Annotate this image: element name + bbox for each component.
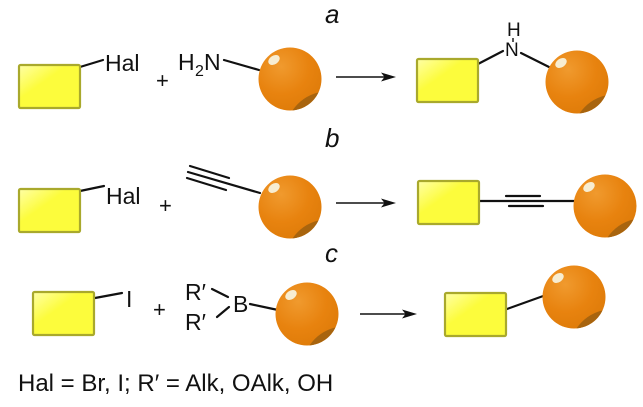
- reaction-arrow: [360, 309, 417, 319]
- plus-sign: +: [153, 297, 166, 322]
- plus-sign: +: [159, 193, 172, 218]
- product-h-label: H: [507, 20, 521, 41]
- amine-subscript: 2: [195, 63, 204, 80]
- r-prime-top-label: R′: [185, 279, 206, 305]
- legend: Hal = Br, I; R′ = Alk, OAlk, OH: [18, 370, 333, 397]
- arrow-head-icon: [381, 72, 396, 82]
- support-sphere: [275, 282, 339, 346]
- aryl-block: [17, 187, 82, 234]
- bond-block-halide: [78, 58, 105, 69]
- bond-rtop-b: [210, 287, 230, 299]
- bond-block-iodide: [93, 291, 124, 300]
- halide-label: Hal: [105, 50, 140, 76]
- support-sphere: [258, 175, 322, 239]
- r-prime-bottom-label: R′: [185, 309, 206, 335]
- plus-sign: +: [156, 68, 169, 93]
- scheme-c-label: c: [325, 238, 338, 268]
- halide-label: Hal: [106, 183, 141, 209]
- product-alkyne-triple-bond: [477, 194, 576, 208]
- scheme-c: c I + R′ R′ B: [31, 238, 606, 346]
- bond-block-halide: [78, 184, 106, 193]
- product-n-label: N: [505, 40, 519, 61]
- boron-label: B: [233, 291, 248, 317]
- aryl-block: [416, 179, 481, 226]
- arrow-head-icon: [381, 198, 396, 208]
- reaction-arrow: [336, 72, 396, 82]
- aryl-block: [415, 57, 480, 104]
- scheme-b-label: b: [325, 123, 339, 153]
- bond-block-n: [476, 49, 505, 66]
- support-sphere: [573, 174, 637, 238]
- bond-n-sphere: [519, 51, 551, 69]
- scheme-b: b Hal +: [17, 123, 637, 239]
- support-sphere: [545, 50, 609, 114]
- bond-rbottom-b: [215, 305, 231, 319]
- bond-block-sphere: [505, 293, 548, 311]
- bond-b-sphere: [248, 302, 280, 312]
- aryl-block: [17, 63, 82, 110]
- aryl-block: [443, 291, 508, 338]
- support-sphere: [542, 265, 606, 329]
- bond-amine-sphere: [222, 58, 261, 72]
- scheme-a-label: a: [325, 0, 339, 29]
- alkyne-triple-bond: [185, 164, 262, 195]
- support-sphere: [258, 47, 322, 111]
- aryl-block: [31, 290, 96, 337]
- scheme-a: a Hal + H 2 N H N: [17, 0, 609, 114]
- reaction-arrow: [336, 198, 396, 208]
- arrow-head-icon: [402, 309, 417, 319]
- amine-h-label: H: [178, 49, 195, 75]
- amine-n-label: N: [204, 49, 221, 75]
- iodide-label: I: [126, 286, 132, 312]
